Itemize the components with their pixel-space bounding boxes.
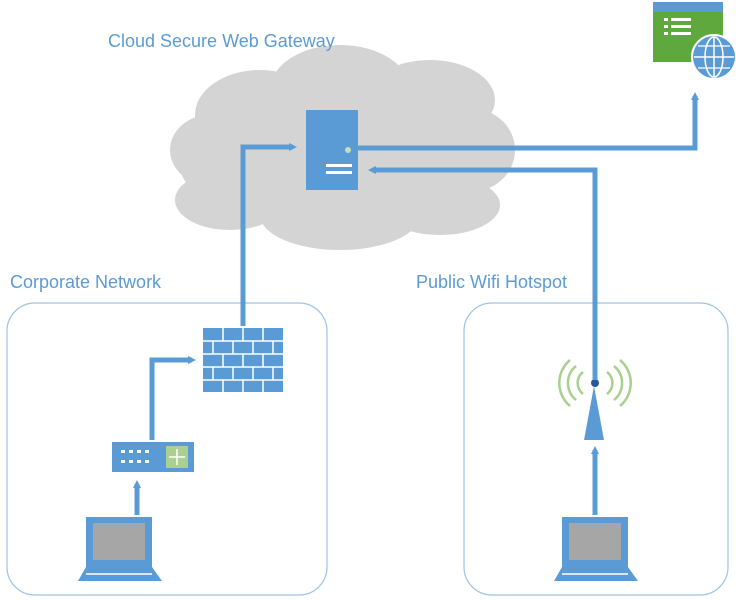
corporate-network-box <box>6 302 328 596</box>
corporate-network-label: Corporate Network <box>10 272 162 292</box>
wifi-antenna-icon <box>558 359 632 440</box>
cloud-label: Cloud Secure Web Gateway <box>108 31 335 51</box>
cloud-shape <box>170 45 515 250</box>
switch-icon <box>112 442 194 472</box>
server-icon <box>306 110 358 190</box>
public-hotspot-label: Public Wifi Hotspot <box>416 272 567 292</box>
laptop-icon <box>554 517 638 581</box>
globe-icon <box>691 34 736 80</box>
connector-lines <box>133 92 699 515</box>
firewall-icon <box>203 328 283 392</box>
laptop-icon <box>78 517 162 581</box>
